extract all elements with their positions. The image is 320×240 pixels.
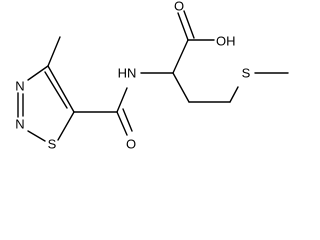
bond-amide-c-o-a: [116, 111, 128, 136]
atom-n-lower: N: [15, 117, 24, 132]
bond-alpha-ch2: [172, 72, 190, 103]
atom-n-upper: N: [15, 79, 24, 94]
molecule-structure: N N S HN O O OH S: [15, 0, 289, 152]
bond-ring-n2-s1: [27, 130, 46, 142]
bond-ring-c4-n3: [27, 65, 49, 81]
bond-ring-c5-c4-a: [47, 65, 75, 113]
bond-methyl: [47, 36, 61, 67]
atom-nh: HN: [118, 66, 137, 81]
bond-carbonyl-nh: [116, 87, 128, 113]
bond-ring-s1-c5: [57, 111, 75, 141]
atom-s-thioether: S: [242, 66, 251, 81]
bond-ch2-s: [229, 86, 239, 103]
bond-acid-c-o-b: [183, 10, 195, 39]
atom-o-acid: O: [174, 0, 184, 14]
bond-acid-c-o-a: [177, 12, 189, 41]
atom-oh-acid: OH: [216, 34, 236, 49]
atom-o-amide: O: [126, 137, 136, 152]
bond-amide-c-o-b: [122, 108, 133, 132]
bond-alpha-acid-c: [172, 39, 189, 74]
atom-s-ring: S: [48, 137, 57, 152]
bond-ring-c5-c4-b: [44, 71, 68, 109]
